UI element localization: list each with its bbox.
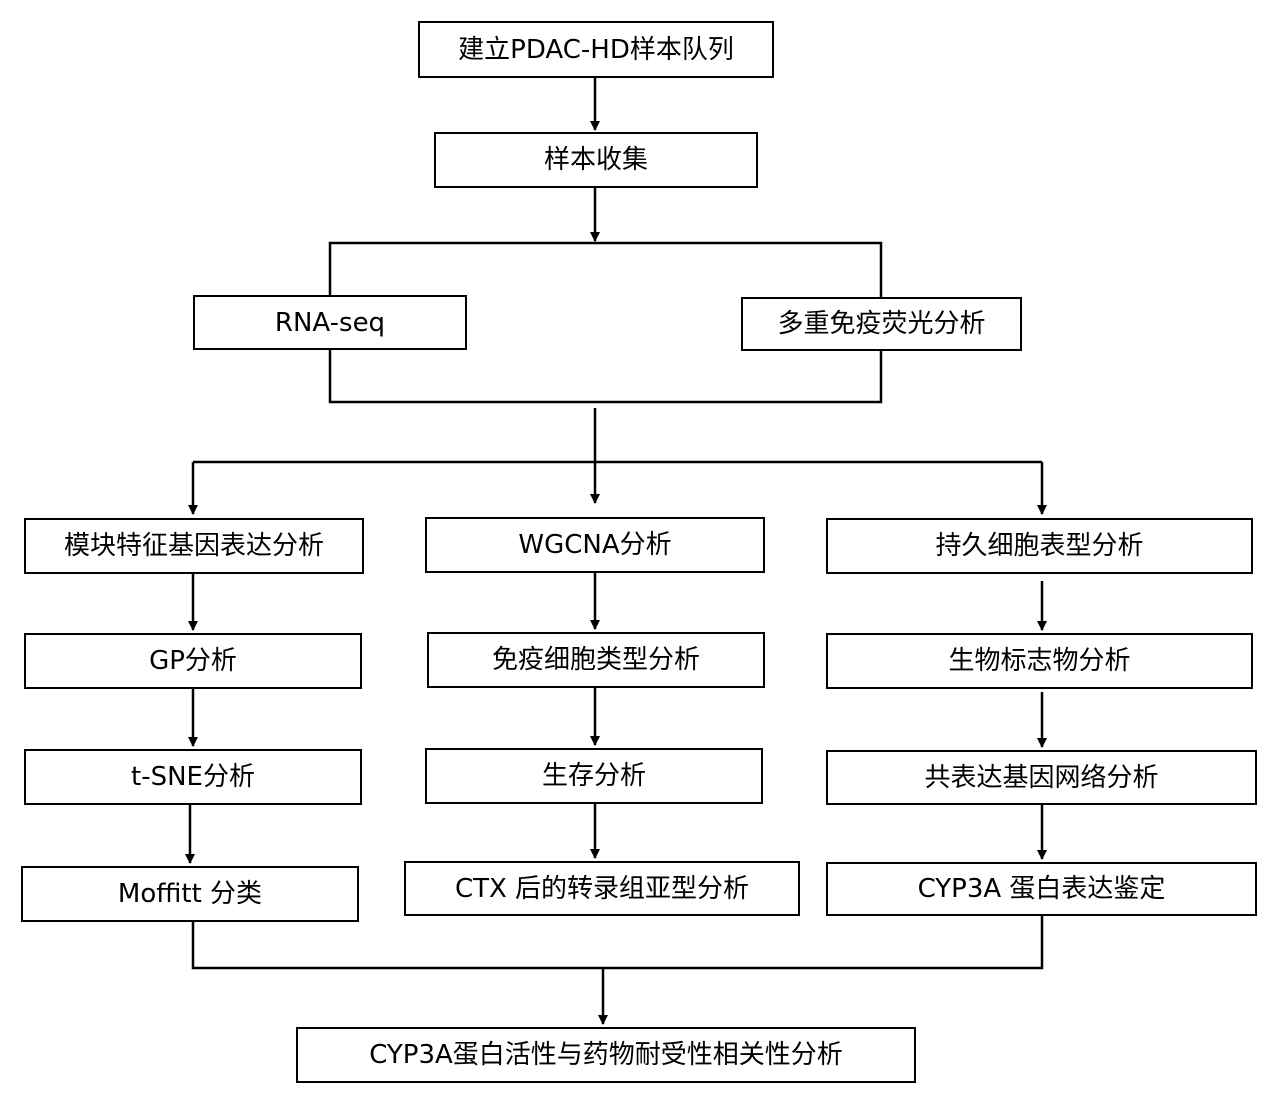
node-moffitt-classification: Moffitt 分类 — [21, 866, 359, 922]
final-merge-bracket — [191, 916, 1044, 970]
node-survival-analysis: 生存分析 — [425, 748, 763, 804]
node-persistent-cell-phenotype: 持久细胞表型分析 — [826, 518, 1253, 574]
node-post-ctx-transcriptome-subtype: CTX 后的转录组亚型分析 — [404, 861, 800, 916]
node-cohort: 建立PDAC-HD样本队列 — [418, 21, 774, 78]
node-biomarker-analysis: 生物标志物分析 — [826, 633, 1253, 689]
merge-bracket-bottom — [328, 350, 883, 404]
node-sample-collection: 样本收集 — [434, 132, 758, 188]
node-immune-cell-type-analysis: 免疫细胞类型分析 — [427, 632, 765, 688]
node-multiplex-immunofluorescence: 多重免疫荧光分析 — [741, 297, 1022, 351]
node-tsne-analysis: t-SNE分析 — [24, 749, 362, 805]
node-final-correlation-analysis: CYP3A蛋白活性与药物耐受性相关性分析 — [296, 1027, 916, 1083]
node-rnaseq: RNA-seq — [193, 295, 467, 350]
node-coexpression-network: 共表达基因网络分析 — [826, 750, 1257, 805]
node-module-eigengene-analysis: 模块特征基因表达分析 — [24, 518, 364, 574]
node-wgcna-analysis: WGCNA分析 — [425, 517, 765, 573]
node-cyp3a-protein-expression: CYP3A 蛋白表达鉴定 — [826, 862, 1257, 916]
split-bracket-top — [328, 241, 883, 297]
node-gp-analysis: GP分析 — [24, 633, 362, 689]
